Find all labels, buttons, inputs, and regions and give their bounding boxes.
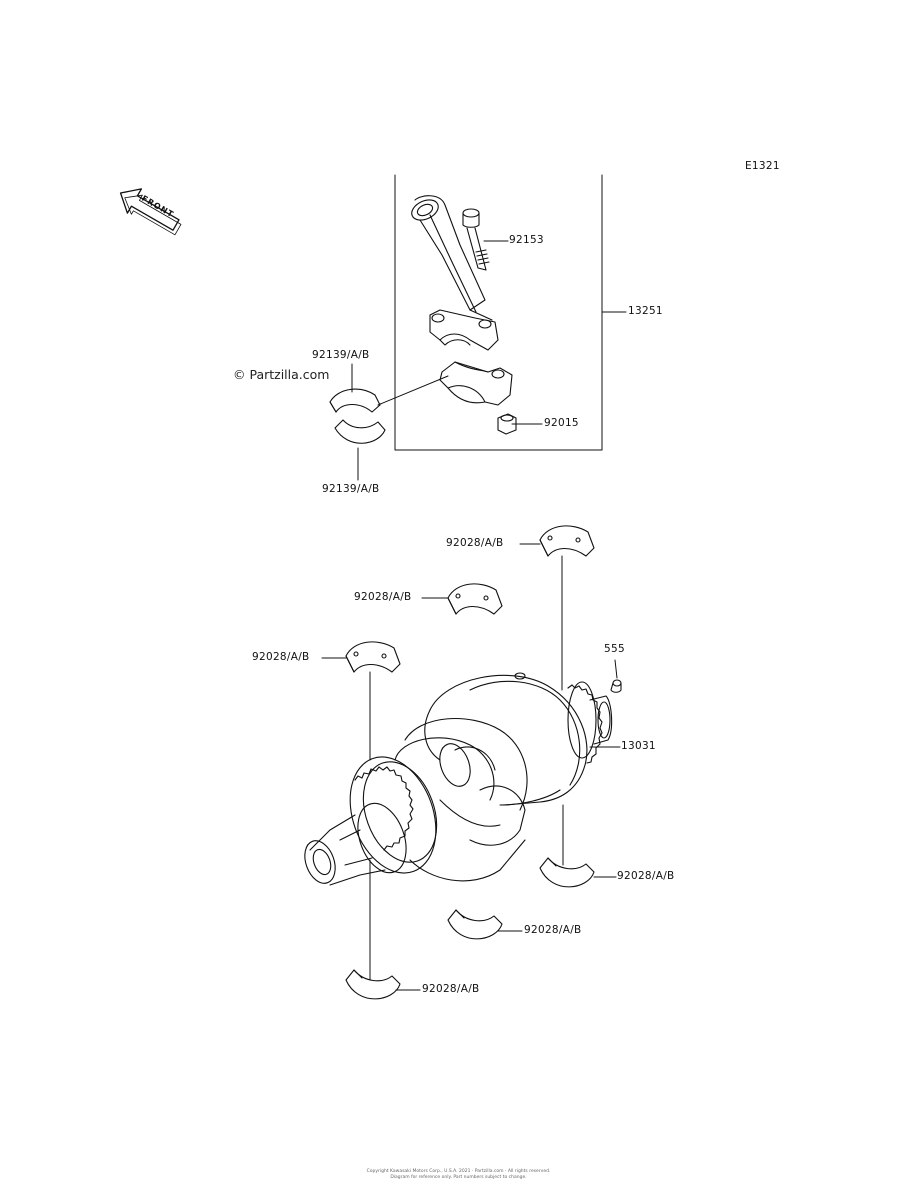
main-bearing-2-icon <box>447 583 503 615</box>
label-92028-1: 92028/A/B <box>446 537 504 549</box>
conrod-group-bracket <box>394 174 603 451</box>
label-555: 555 <box>604 643 625 655</box>
pin-icon <box>610 679 622 693</box>
label-92139-lower: 92139/A/B <box>322 483 380 495</box>
label-92028-6: 92028/A/B <box>422 983 480 995</box>
connecting-rod-icon <box>411 195 499 351</box>
label-92028-2: 92028/A/B <box>354 591 412 603</box>
diagram-code: E1321 <box>745 160 780 172</box>
partzilla-watermark: © Partzilla.com <box>233 367 330 382</box>
conrod-bearing-upper-icon <box>329 388 381 413</box>
conrod-bolt-icon <box>462 208 490 271</box>
main-bearing-1-icon <box>539 525 595 557</box>
front-arrow-icon <box>119 188 182 236</box>
conrod-cap-icon <box>439 361 513 406</box>
main-bearing-4-icon <box>539 857 595 888</box>
label-92139-upper: 92139/A/B <box>312 349 370 361</box>
crankshaft-icon <box>304 672 613 886</box>
conrod-nut-icon <box>497 413 517 435</box>
label-13251: 13251 <box>628 305 663 317</box>
label-92028-4: 92028/A/B <box>617 870 675 882</box>
leader-555 <box>614 659 618 679</box>
label-13031: 13031 <box>621 740 656 752</box>
conrod-bearing-lower-icon <box>334 419 386 444</box>
footer-line-1: Copyright Kawasaki Motors Corp., U.S.A. … <box>366 1169 551 1174</box>
label-92028-3: 92028/A/B <box>252 651 310 663</box>
leader-bearing-to-cap <box>377 375 449 406</box>
label-92153: 92153 <box>509 234 544 246</box>
main-bearing-5-icon <box>447 909 503 940</box>
footer-line-2: Diagram for reference only. Part numbers… <box>390 1175 527 1180</box>
label-92028-5: 92028/A/B <box>524 924 582 936</box>
main-bearing-6-icon <box>345 969 401 1000</box>
main-bearing-3-icon <box>345 641 401 673</box>
label-92015: 92015 <box>544 417 579 429</box>
